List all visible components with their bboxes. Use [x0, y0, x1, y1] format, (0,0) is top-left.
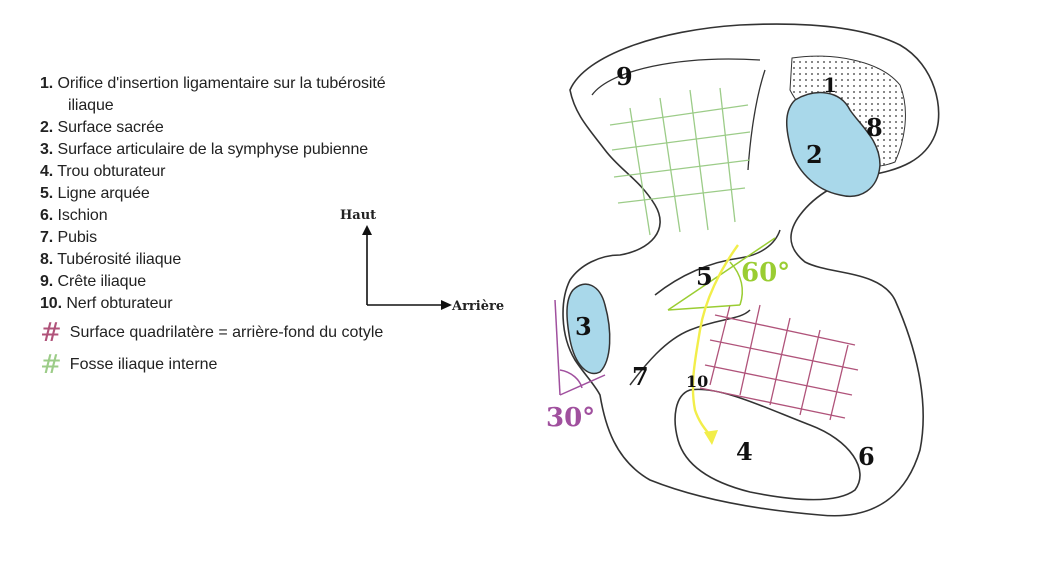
angle-30-lines [554, 299, 606, 396]
label-10: 10 [686, 372, 708, 391]
obturator-foramen [674, 388, 861, 501]
angle-30-label: 30° [546, 403, 595, 433]
legend-item: 4. Trou obturateur [40, 161, 540, 183]
orientation-up-label: Haut [340, 208, 377, 223]
legend-item-number: 9. [40, 273, 54, 290]
arcuate-line [654, 229, 781, 296]
hatch-key-text: Fosse iliaque interne [69, 356, 218, 373]
legend-item-number: 10. [40, 295, 62, 312]
orientation-right-label: Arrière [452, 299, 505, 314]
legend-item-number: 7. [40, 229, 54, 246]
quadrilateral-hatch [699, 304, 859, 421]
legend-item: 10. Nerf obturateur [40, 293, 540, 315]
legend-item-number: 6. [40, 207, 54, 224]
legend-item: 1. Orifice d'insertion ligamentaire sur … [40, 73, 540, 95]
legend-item-text: Crête iliaque [57, 273, 147, 290]
label-7: 7 [632, 362, 649, 391]
crest-inner-line [591, 58, 761, 96]
label-3: 3 [575, 312, 592, 341]
legend-item: 8. Tubérosité iliaque [40, 249, 540, 271]
label-5: 5 [696, 262, 713, 291]
nerve-arrowhead [704, 430, 718, 445]
label-8: 8 [866, 113, 883, 142]
label-6: 6 [858, 442, 875, 471]
angle-60-lines [667, 237, 776, 311]
legend-item-number: 3. [40, 141, 54, 158]
up-arrowhead [362, 225, 372, 235]
legend-item: 5. Ligne arquée [40, 183, 540, 205]
label-1: 1 [823, 73, 837, 97]
right-arrowhead [441, 300, 452, 310]
legend-item-text: Orifice d'insertion ligamentaire sur la … [57, 75, 386, 92]
legend-item: 2. Surface sacrée [40, 117, 540, 139]
legend-item: 9. Crête iliaque [40, 271, 540, 293]
hatch-key: # Surface quadrilatère = arrière-fond du … [40, 319, 540, 347]
obturator-nerve [691, 244, 739, 439]
legend-item: 6. Ischion [40, 205, 540, 227]
hatch-key-text: Surface quadrilatère = arrière-fond du c… [69, 324, 384, 341]
angle-60-label: 60° [741, 258, 790, 288]
legend-item-continuation: iliaque [68, 97, 114, 114]
legend-item-text: Tubérosité iliaque [57, 251, 182, 268]
legend: 1. Orifice d'insertion ligamentaire sur … [40, 73, 540, 379]
legend-item: 7. Pubis [40, 227, 540, 249]
legend-item-number: 5. [40, 185, 54, 202]
sacral-surface [785, 91, 881, 197]
orientation-arrows [362, 225, 452, 310]
legend-item-text: Ischion [57, 207, 108, 224]
legend-item-number: 2. [40, 119, 54, 136]
legend-item-text: Surface articulaire de la symphyse pubie… [57, 141, 369, 158]
legend-item: 3. Surface articulaire de la symphyse pu… [40, 139, 540, 161]
hatch-key: # Fosse iliaque interne [40, 351, 540, 379]
legend-item-text: Trou obturateur [57, 163, 166, 180]
hatch-symbol: # [40, 318, 62, 348]
pubic-ramus-line [629, 309, 751, 386]
legend-item-number: 8. [40, 251, 54, 268]
label-4: 4 [736, 437, 753, 466]
iliac-fossa-hatch [609, 87, 751, 236]
symphysis-surface [566, 283, 611, 375]
legend-item-text: Surface sacrée [57, 119, 164, 136]
legend-item-text: Nerf obturateur [66, 295, 173, 312]
label-2: 2 [806, 140, 823, 169]
legend-item-number: 1. [40, 75, 54, 92]
hatch-symbol: # [40, 350, 62, 380]
label-9: 9 [616, 62, 633, 91]
legend-item-text: Ligne arquée [57, 185, 150, 202]
legend-item-text: Pubis [57, 229, 98, 246]
legend-item-number: 4. [40, 163, 54, 180]
